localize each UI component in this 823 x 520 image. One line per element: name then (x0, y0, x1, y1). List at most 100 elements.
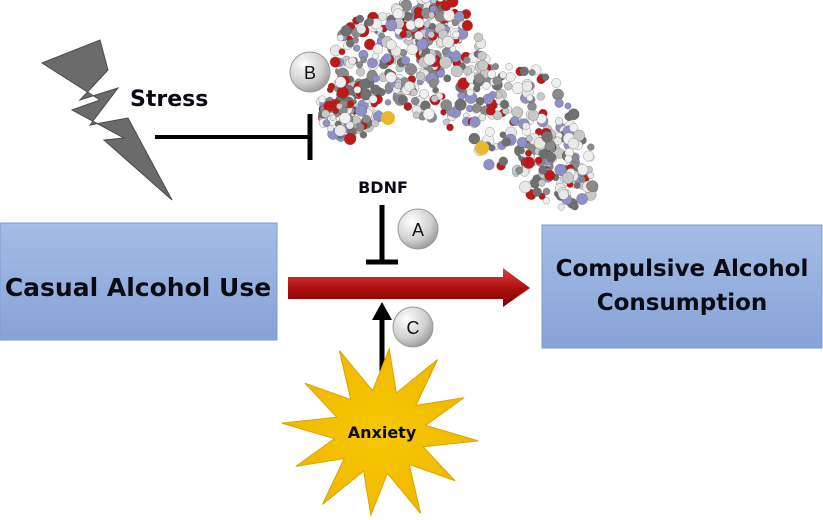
marker-b-label: B (304, 63, 316, 83)
protein-atom (428, 11, 435, 19)
protein-atom (326, 86, 334, 93)
protein-atom (436, 69, 445, 78)
protein-atom (370, 84, 381, 95)
protein-atom (469, 116, 481, 128)
protein-atom (463, 66, 473, 76)
protein-atom (525, 149, 532, 157)
protein-atom (505, 63, 513, 71)
protein-atom (567, 137, 580, 150)
protein-atom (534, 156, 543, 165)
protein-atom (392, 8, 404, 20)
protein-atom (355, 104, 368, 117)
protein-atom (352, 36, 359, 44)
protein-atom (511, 82, 524, 95)
protein-atom (384, 99, 392, 106)
protein-atom (327, 125, 334, 132)
marker-b: B (289, 51, 331, 93)
protein-atom (440, 99, 453, 112)
protein-atom (364, 38, 376, 51)
protein-atom (576, 193, 588, 205)
protein-atom (359, 131, 368, 139)
protein-atom (443, 9, 455, 22)
protein-atom (461, 20, 473, 32)
protein-atom (430, 95, 439, 103)
protein-atom (527, 109, 539, 121)
anxiety-arrow-head (372, 302, 392, 320)
protein-atom (427, 31, 435, 39)
protein-atom (474, 73, 485, 84)
protein-atom (519, 66, 529, 76)
protein-atom (367, 57, 378, 69)
protein-atom (532, 187, 542, 197)
casual-alcohol-use-box: Casual Alcohol Use (0, 222, 278, 341)
protein-atom (552, 88, 564, 101)
bdnf-protein-image (316, 0, 599, 211)
lightning-bolt-icon (40, 39, 173, 201)
protein-atom (411, 96, 420, 106)
protein-atom (401, 56, 410, 66)
protein-atom (429, 5, 437, 13)
protein-atom (577, 164, 589, 176)
protein-atom (538, 165, 548, 175)
protein-atom (345, 121, 354, 130)
protein-atom (332, 107, 339, 115)
protein-atom (339, 112, 351, 124)
protein-atom (477, 59, 489, 71)
protein-atom (554, 117, 564, 126)
protein-atom (318, 95, 326, 104)
compulsive-alcohol-consumption-box: Compulsive Alcohol Consumption (541, 224, 823, 349)
protein-atom (501, 137, 511, 147)
protein-atom (567, 108, 580, 121)
protein-atom (542, 197, 550, 205)
protein-atom (499, 131, 507, 139)
protein-atom (385, 19, 398, 32)
protein-atom (419, 89, 429, 99)
protein-atom (553, 136, 562, 146)
protein-atom (446, 123, 454, 132)
protein-atom (398, 95, 408, 105)
protein-atom (518, 147, 525, 155)
casual-alcohol-use-label: Casual Alcohol Use (5, 273, 271, 302)
protein-atom (528, 69, 536, 76)
protein-atom (487, 69, 497, 79)
protein-atom (346, 39, 355, 48)
protein-atom (416, 38, 429, 51)
protein-atom (505, 72, 516, 83)
protein-atom (441, 48, 449, 55)
protein-atom (443, 74, 452, 83)
protein-atom (570, 202, 579, 211)
protein-atom (564, 154, 573, 163)
protein-sulfur-atom (381, 111, 395, 125)
protein-atom (360, 88, 372, 101)
protein-atom (415, 71, 426, 81)
protein-atom (511, 106, 524, 119)
protein-atom (356, 24, 367, 35)
protein-atom (378, 11, 387, 21)
protein-atom (355, 122, 365, 132)
protein-atom (394, 81, 402, 90)
protein-atom (486, 105, 496, 116)
protein-atom (421, 0, 431, 4)
protein-atom (336, 103, 343, 110)
protein-atom (561, 171, 574, 184)
protein-atom (334, 124, 347, 137)
anxiety-star-shape (281, 346, 479, 518)
protein-atom (337, 34, 344, 42)
protein-atom (521, 81, 533, 92)
protein-atom (551, 78, 561, 88)
protein-atom (403, 102, 413, 111)
protein-atom (498, 156, 508, 166)
protein-atom (564, 102, 572, 110)
protein-atom (554, 98, 564, 108)
protein-atom (428, 79, 438, 89)
protein-atom (573, 129, 585, 142)
protein-atom (473, 32, 483, 42)
protein-atom (329, 56, 341, 68)
protein-atom (454, 98, 467, 111)
stress-label: Stress (130, 87, 208, 112)
protein-atom (468, 132, 480, 145)
protein-atom (504, 82, 513, 91)
protein-atom (329, 114, 337, 121)
protein-atom (436, 0, 444, 2)
